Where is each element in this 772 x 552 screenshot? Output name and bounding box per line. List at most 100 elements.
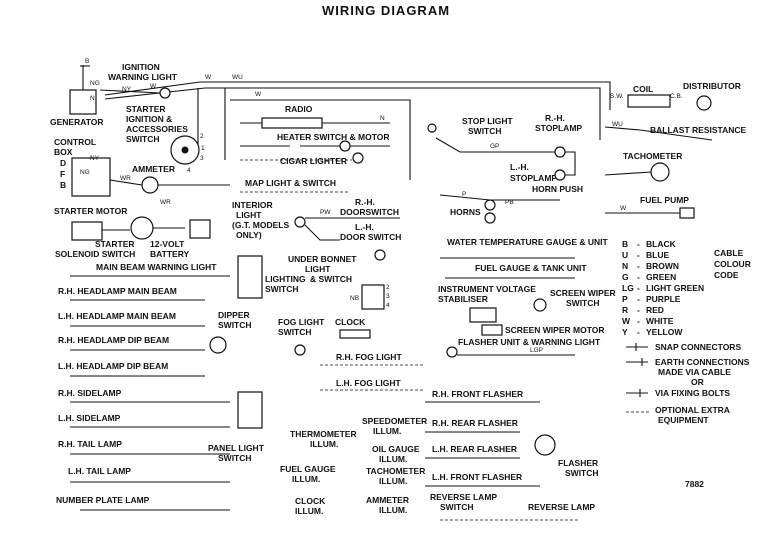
svg-text:INTERIOR: INTERIOR bbox=[232, 200, 273, 210]
screen-wiper-motor: SCREEN WIPER MOTOR bbox=[481, 324, 605, 336]
svg-text:B: B bbox=[60, 180, 66, 190]
svg-text:3: 3 bbox=[200, 155, 204, 162]
svg-text:DISTRIBUTOR: DISTRIBUTOR bbox=[683, 81, 741, 91]
svg-text:RADIO: RADIO bbox=[285, 104, 313, 114]
speedometer-illum: SPEEDOMETER ILLUM. bbox=[362, 416, 427, 436]
number-plate-lamp: NUMBER PLATE LAMP bbox=[56, 495, 230, 511]
main-beam-warning: MAIN BEAM WARNING LIGHT bbox=[70, 262, 230, 277]
svg-text:REVERSE LAMP: REVERSE LAMP bbox=[430, 492, 497, 502]
svg-text:OR: OR bbox=[691, 377, 704, 387]
svg-text:HORNS: HORNS bbox=[450, 207, 481, 217]
svg-text:INSTRUMENT VOLTAGE: INSTRUMENT VOLTAGE bbox=[438, 284, 536, 294]
legend-code: N bbox=[622, 261, 628, 271]
fuel-pump: FUEL PUMP W bbox=[605, 195, 695, 219]
legend-code: Y bbox=[622, 327, 628, 337]
svg-text:MAP LIGHT & SWITCH: MAP LIGHT & SWITCH bbox=[245, 178, 336, 188]
rh-fog-light: R.H. FOG LIGHT bbox=[320, 352, 425, 366]
rh-dip-beam: R.H. HEADLAMP DIP BEAM bbox=[58, 335, 205, 351]
stop-light-switch: STOP LIGHT SWITCH GP bbox=[427, 116, 555, 153]
svg-text:UNDER BONNET: UNDER BONNET bbox=[288, 254, 357, 264]
legend-dash: - bbox=[637, 239, 640, 249]
generator: GENERATOR B NG N bbox=[50, 58, 104, 127]
cigar-lighter: CIGAR LIGHTER bbox=[240, 152, 364, 166]
svg-text:N: N bbox=[90, 95, 95, 102]
svg-text:2: 2 bbox=[386, 284, 390, 291]
svg-text:THERMOMETER: THERMOMETER bbox=[290, 429, 357, 439]
svg-text:FUEL PUMP: FUEL PUMP bbox=[640, 195, 689, 205]
control-box: CONTROL BOX D F B NG NY bbox=[54, 137, 111, 197]
legend-dash: - bbox=[637, 327, 640, 337]
svg-text:R.H. REAR FLASHER: R.H. REAR FLASHER bbox=[432, 418, 518, 428]
svg-text:WATER TEMPERATURE GAUGE & UNIT: WATER TEMPERATURE GAUGE & UNIT bbox=[447, 237, 609, 247]
legend-dash: - bbox=[637, 272, 640, 282]
svg-text:L.-H.: L.-H. bbox=[510, 162, 529, 172]
lh-stoplamp: L.-H. STOPLAMP bbox=[510, 151, 576, 183]
svg-text:W: W bbox=[150, 83, 157, 90]
reverse-lamp-switch: REVERSE LAMP SWITCH bbox=[430, 492, 580, 521]
svg-text:ONLY): ONLY) bbox=[236, 230, 262, 240]
reverse-lamp: REVERSE LAMP bbox=[528, 502, 595, 512]
legend-colour-name: RED bbox=[646, 305, 664, 315]
svg-text:STARTER: STARTER bbox=[126, 104, 166, 114]
lh-fog-light: L.H. FOG LIGHT bbox=[320, 378, 425, 391]
svg-text:CONTROL: CONTROL bbox=[54, 137, 96, 147]
svg-text:NY: NY bbox=[90, 155, 100, 162]
svg-text:IGNITION: IGNITION bbox=[122, 62, 160, 72]
svg-text:(G.T. MODELS: (G.T. MODELS bbox=[232, 220, 289, 230]
wire-label: WU bbox=[232, 74, 243, 81]
fuel-gauge: FUEL GAUGE & TANK UNIT bbox=[445, 263, 587, 279]
svg-text:2: 2 bbox=[200, 133, 204, 140]
lh-front-flasher: L.H. FRONT FLASHER bbox=[425, 472, 540, 487]
svg-text:PW: PW bbox=[320, 209, 331, 216]
svg-text:R.H. FOG LIGHT: R.H. FOG LIGHT bbox=[336, 352, 402, 362]
svg-text:C.B.: C.B. bbox=[670, 93, 683, 100]
svg-text:AMMETER: AMMETER bbox=[366, 495, 409, 505]
svg-text:CLOCK: CLOCK bbox=[335, 317, 366, 327]
legend-row: P-PURPLE bbox=[622, 294, 681, 304]
svg-text:AMMETER: AMMETER bbox=[132, 164, 175, 174]
fuel-gauge-illum: FUEL GAUGE ILLUM. bbox=[280, 464, 336, 484]
legend-title: CODE bbox=[714, 270, 739, 280]
svg-text:NG: NG bbox=[90, 80, 100, 87]
svg-text:L.H. HEADLAMP MAIN BEAM: L.H. HEADLAMP MAIN BEAM bbox=[58, 311, 176, 321]
starter-switch: STARTER IGNITION & ACCESSORIES SWITCH 2 … bbox=[126, 104, 205, 174]
screen-wiper-switch: SCREEN WIPER SWITCH bbox=[533, 288, 616, 312]
legend-title: CABLE bbox=[714, 248, 744, 258]
radio: RADIO N bbox=[240, 104, 390, 129]
wire-label: W bbox=[255, 91, 262, 98]
svg-text:ILLUM.: ILLUM. bbox=[373, 426, 401, 436]
legend-row: R-RED bbox=[622, 305, 664, 315]
symbol-legend: SNAP CONNECTORS EARTH CONNECTIONS MADE V… bbox=[626, 342, 750, 425]
flasher-switch: FLASHER SWITCH bbox=[534, 434, 599, 478]
svg-text:LIGHT: LIGHT bbox=[305, 264, 331, 274]
svg-text:LGP: LGP bbox=[530, 347, 543, 354]
rh-stoplamp: R.-H. STOPLAMP bbox=[535, 113, 582, 158]
svg-text:S.W.: S.W. bbox=[610, 93, 624, 100]
svg-text:SWITCH: SWITCH bbox=[126, 134, 160, 144]
rh-sidelamp: R.H. SIDELAMP bbox=[58, 388, 230, 403]
svg-text:N: N bbox=[380, 115, 385, 122]
svg-text:WR: WR bbox=[120, 175, 131, 182]
svg-text:SNAP CONNECTORS: SNAP CONNECTORS bbox=[655, 342, 741, 352]
rh-tail-lamp: R.H. TAIL LAMP bbox=[58, 439, 230, 455]
svg-text:R.H. HEADLAMP DIP BEAM: R.H. HEADLAMP DIP BEAM bbox=[58, 335, 169, 345]
svg-text:ILLUM.: ILLUM. bbox=[379, 505, 407, 515]
svg-text:BATTERY: BATTERY bbox=[150, 249, 190, 259]
coil: COIL S.W. C.B. bbox=[610, 84, 683, 108]
svg-text:EQUIPMENT: EQUIPMENT bbox=[658, 415, 709, 425]
svg-text:3: 3 bbox=[386, 293, 390, 300]
legend-row: G-GREEN bbox=[622, 272, 676, 282]
svg-text:MADE VIA CABLE: MADE VIA CABLE bbox=[658, 367, 731, 377]
svg-text:STOP LIGHT: STOP LIGHT bbox=[462, 116, 514, 126]
legend-colour-name: LIGHT GREEN bbox=[646, 283, 704, 293]
svg-text:BALLAST RESISTANCE: BALLAST RESISTANCE bbox=[650, 125, 747, 135]
under-bonnet-light: UNDER BONNET LIGHT & SWITCH bbox=[288, 249, 386, 284]
oil-gauge-illum: OIL GAUGE ILLUM. bbox=[372, 444, 420, 464]
svg-text:B: B bbox=[85, 58, 89, 65]
svg-text:COIL: COIL bbox=[633, 84, 653, 94]
svg-text:HEATER SWITCH & MOTOR: HEATER SWITCH & MOTOR bbox=[277, 132, 390, 142]
svg-text:4: 4 bbox=[187, 167, 191, 174]
map-light: MAP LIGHT & SWITCH bbox=[240, 178, 350, 193]
svg-text:FUEL GAUGE: FUEL GAUGE bbox=[280, 464, 336, 474]
